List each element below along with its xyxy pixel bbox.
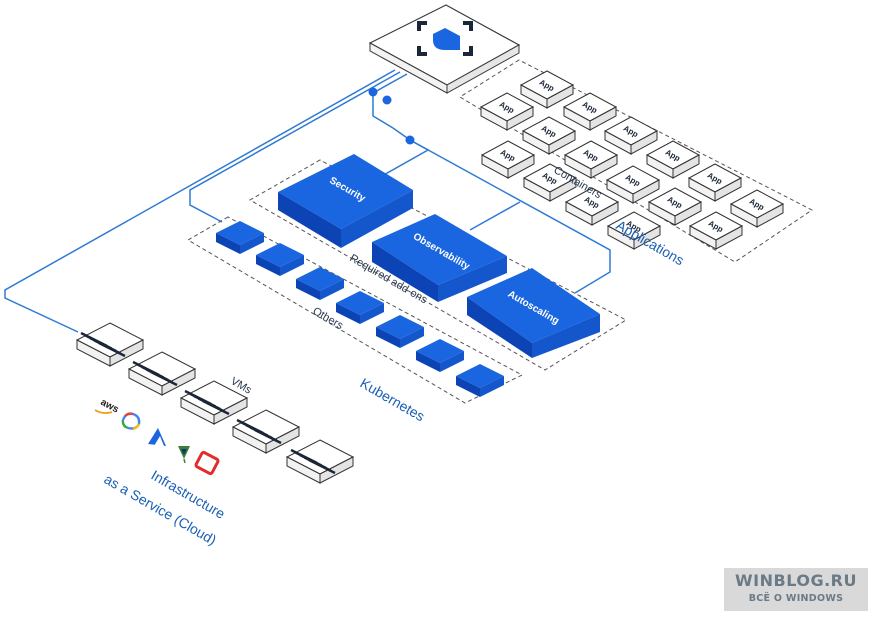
azure-icon — [148, 428, 166, 446]
app-container: App — [687, 163, 743, 202]
junction-dots — [368, 87, 415, 145]
aws-icon: aws — [94, 397, 121, 416]
app-container: App — [522, 163, 578, 202]
logo-icon — [417, 21, 473, 56]
others-block — [296, 267, 344, 300]
app-container: App — [729, 189, 785, 228]
app-container: App — [606, 211, 662, 250]
app-container: App — [563, 140, 619, 179]
app-container: App — [688, 211, 744, 250]
app-container: App — [647, 187, 703, 226]
addon-security: Security — [278, 154, 413, 248]
app-container: App — [521, 116, 577, 155]
app-container: App — [645, 140, 701, 179]
others-block — [256, 243, 304, 276]
cloud-provider-icons: aws — [94, 397, 220, 476]
addon-autoscaling: Autoscaling — [467, 268, 600, 358]
watermark: WINBLOG.RU ВСЁ О WINDOWS — [724, 568, 868, 611]
app-container: App — [519, 70, 575, 109]
connector-lines — [4, 69, 611, 333]
others-block — [416, 339, 464, 372]
others-block — [216, 221, 264, 254]
others-blocks — [216, 221, 504, 397]
gcp-icon — [121, 412, 141, 431]
vmware-icon — [178, 446, 190, 464]
vm-block — [231, 409, 301, 454]
app-container: App — [479, 92, 535, 131]
app-container: App — [564, 187, 620, 226]
required-addons-group-outline — [248, 159, 628, 371]
others-block — [456, 364, 504, 397]
app-container: App — [562, 92, 618, 131]
openstack-icon — [194, 450, 220, 476]
app-container: App — [480, 140, 536, 179]
watermark-title: WINBLOG.RU — [735, 571, 857, 590]
app-container: App — [603, 116, 659, 155]
others-group-outline — [187, 216, 524, 404]
kubernetes-label: Kubernetes — [358, 375, 428, 425]
watermark-subtitle: ВСЁ О WINDOWS — [748, 593, 844, 604]
diagram-labels: Containers Applications Required add-ons… — [102, 164, 687, 548]
vm-block — [285, 439, 355, 484]
vm-blocks — [75, 322, 355, 484]
app-container: App — [605, 165, 661, 204]
vm-block — [179, 380, 249, 425]
vm-block — [75, 322, 145, 367]
vm-block — [127, 351, 197, 396]
addon-observability: Observability — [372, 214, 507, 302]
others-block — [336, 291, 384, 324]
group-outlines — [187, 59, 813, 404]
others-block — [376, 315, 424, 348]
